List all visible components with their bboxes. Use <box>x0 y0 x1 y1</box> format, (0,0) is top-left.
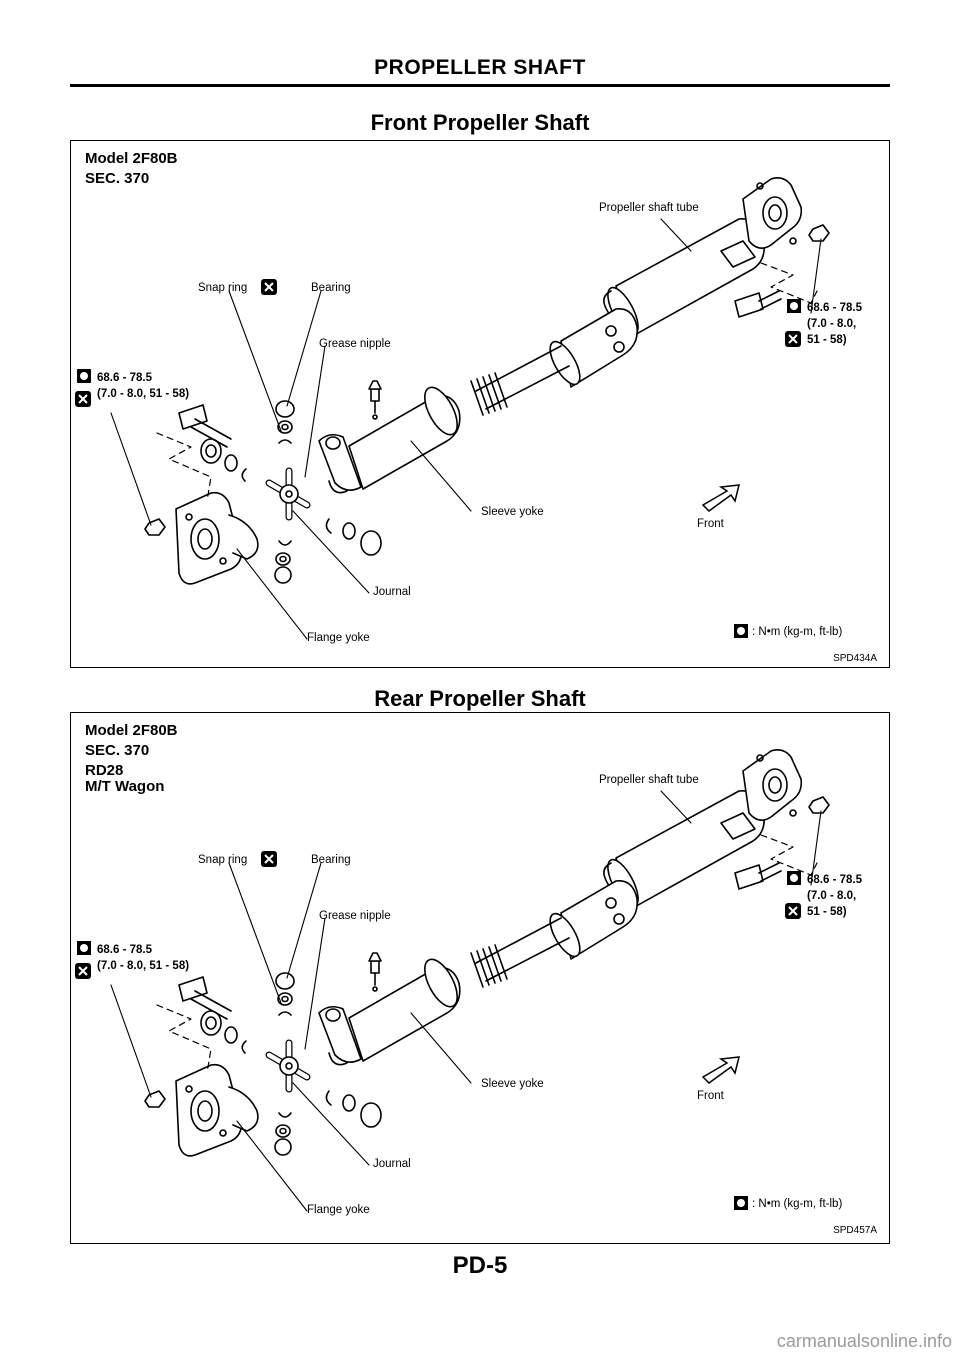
do-not-reuse-icon <box>785 903 801 919</box>
bolt-right <box>734 290 782 318</box>
nut-right <box>808 224 830 242</box>
torque-right-line2: (7.0 - 8.0, <box>807 890 856 902</box>
bearing-stack-left <box>200 1010 247 1054</box>
label-bearing: Bearing <box>311 854 351 866</box>
bolt-left <box>178 404 232 448</box>
label-flange-yoke: Flange yoke <box>307 632 370 644</box>
bearing-stack-right <box>325 1090 382 1128</box>
variant-body: M/T Wagon <box>85 778 164 795</box>
front-flange-yoke <box>175 491 259 585</box>
label-snap-ring: Snap ring <box>198 854 247 866</box>
label-propeller-shaft-tube: Propeller shaft tube <box>599 202 699 214</box>
model-label: Model 2F80B <box>85 722 178 739</box>
do-not-reuse-icon <box>261 851 277 867</box>
journal-spider <box>265 1039 311 1093</box>
bolt-left <box>178 976 232 1020</box>
torque-right-line3: 51 - 58) <box>807 334 847 346</box>
bearing-stack-top <box>275 972 295 1016</box>
do-not-reuse-icon <box>75 391 91 407</box>
leader-lines <box>110 790 822 1212</box>
exploded-view-diagram: Model 2F80B SEC. 370 Propeller shaft tub… <box>75 150 877 664</box>
assembly-guide-lines <box>156 262 818 502</box>
figure-code: SPD434A <box>833 653 877 664</box>
nut-right <box>808 796 830 814</box>
header-rule <box>70 84 890 87</box>
torque-right-line3: 51 - 58) <box>807 906 847 918</box>
label-bearing: Bearing <box>311 282 351 294</box>
label-journal: Journal <box>373 1158 411 1170</box>
section-title-front: Front Propeller Shaft <box>370 110 590 135</box>
page-header-title: PROPELLER SHAFT <box>374 56 586 79</box>
torque-right-line1: 68.6 - 78.5 <box>807 874 863 886</box>
bearing-stack-top <box>275 400 295 444</box>
section-number: SEC. 370 <box>85 170 149 187</box>
wrench-icon <box>787 871 801 885</box>
wrench-icon <box>77 369 91 383</box>
label-front: Front <box>697 1090 725 1102</box>
leader-lines <box>110 218 822 640</box>
front-flange-yoke <box>175 1063 259 1157</box>
rear-flange-yoke <box>720 749 803 840</box>
rear-flange-yoke <box>720 177 803 268</box>
page-number: PD-5 <box>452 1252 508 1279</box>
front-propeller-shaft-figure: Model 2F80B SEC. 370 Propeller shaft tub… <box>70 140 890 668</box>
figure-code: SPD457A <box>833 1225 877 1236</box>
bolt-right <box>734 862 782 890</box>
variant-engine: RD28 <box>85 762 123 779</box>
torque-right-line1: 68.6 - 78.5 <box>807 302 863 314</box>
model-label: Model 2F80B <box>85 150 178 167</box>
do-not-reuse-icon <box>75 963 91 979</box>
label-journal: Journal <box>373 586 411 598</box>
torque-left-line2: (7.0 - 8.0, 51 - 58) <box>97 388 189 400</box>
front-direction-arrow <box>701 1056 740 1084</box>
bearing-stack-bottom <box>274 1112 292 1156</box>
grease-nipple-fitting <box>368 380 382 420</box>
bearing-stack-right <box>325 518 382 556</box>
label-sleeve-yoke: Sleeve yoke <box>481 1078 544 1090</box>
sleeve-yoke-body <box>318 958 461 1066</box>
wrench-icon <box>734 1196 748 1210</box>
label-grease-nipple: Grease nipple <box>319 338 391 350</box>
label-grease-nipple: Grease nipple <box>319 910 391 922</box>
label-sleeve-yoke: Sleeve yoke <box>481 506 544 518</box>
wrench-icon <box>77 941 91 955</box>
nut-left <box>144 518 166 536</box>
label-front: Front <box>697 518 725 530</box>
do-not-reuse-icon <box>785 331 801 347</box>
label-propeller-shaft-tube: Propeller shaft tube <box>599 774 699 786</box>
torque-legend: : N•m (kg-m, ft-lb) <box>752 1198 842 1210</box>
front-direction-arrow <box>701 484 740 512</box>
bearing-stack-left <box>200 438 247 482</box>
section-title-rear: Rear Propeller Shaft <box>374 686 586 711</box>
assembly-guide-lines <box>156 834 818 1074</box>
label-snap-ring: Snap ring <box>198 282 247 294</box>
torque-left-line2: (7.0 - 8.0, 51 - 58) <box>97 960 189 972</box>
torque-legend: : N•m (kg-m, ft-lb) <box>752 626 842 638</box>
grease-nipple-fitting <box>368 952 382 992</box>
watermark: carmanualsonline.info <box>776 1331 952 1351</box>
torque-left-line1: 68.6 - 78.5 <box>97 372 153 384</box>
wrench-icon <box>787 299 801 313</box>
journal-spider <box>265 467 311 521</box>
shaft-center-section <box>470 308 639 416</box>
exploded-view-diagram: Model 2F80B SEC. 370 RD28 M/T Wagon Prop… <box>75 722 877 1236</box>
shaft-center-section <box>470 880 639 988</box>
bearing-stack-bottom <box>274 540 292 584</box>
section-number: SEC. 370 <box>85 742 149 759</box>
rear-propeller-shaft-figure: Model 2F80B SEC. 370 RD28 M/T Wagon Prop… <box>70 712 890 1244</box>
sleeve-yoke-body <box>318 386 461 494</box>
torque-left-line1: 68.6 - 78.5 <box>97 944 153 956</box>
label-flange-yoke: Flange yoke <box>307 1204 370 1216</box>
wrench-icon <box>734 624 748 638</box>
do-not-reuse-icon <box>261 279 277 295</box>
torque-right-line2: (7.0 - 8.0, <box>807 318 856 330</box>
nut-left <box>144 1090 166 1108</box>
